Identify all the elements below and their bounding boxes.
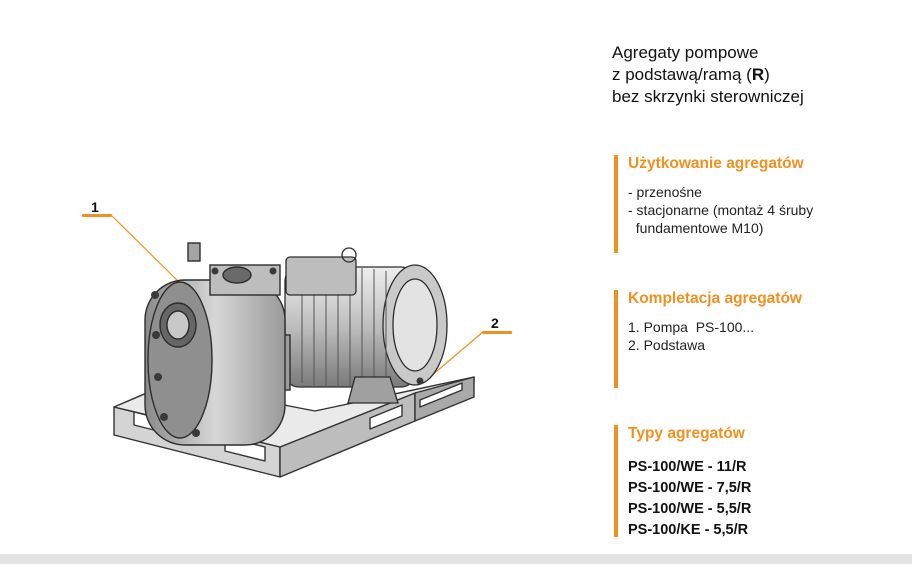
types-heading: Typy agregatów xyxy=(628,425,745,442)
product-title: Agregaty pompowe z podstawą/ramą (R) bez… xyxy=(612,42,902,108)
usage-section: Użytkowanie agregatów - przenośne - stac… xyxy=(614,155,912,253)
callout-1-number: 1 xyxy=(91,199,99,215)
callout-2-number: 2 xyxy=(491,315,499,331)
title-line-1: Agregaty pompowe xyxy=(612,43,759,62)
title-line-2: z podstawą/ramą (R) xyxy=(612,64,902,86)
usage-item: fundamentowe M10) xyxy=(628,220,764,236)
usage-item: - stacjonarne (montaż 4 śruby xyxy=(628,202,814,218)
type-item: PS-100/WE - 7,5/R xyxy=(628,480,752,496)
type-item: PS-100/WE - 5,5/R xyxy=(628,501,752,517)
footer-bar xyxy=(0,554,912,564)
types-section: Typy agregatów PS-100/WE - 11/R PS-100/W… xyxy=(614,425,912,538)
title-line-2-prefix: z podstawą/ramą ( xyxy=(612,65,752,84)
completion-section: Kompletacja agregatów 1. Pompa PS-100...… xyxy=(614,290,912,388)
completion-item: 2. Podstawa xyxy=(628,337,706,353)
motor xyxy=(284,247,448,404)
callout-2-underline xyxy=(482,331,512,334)
usage-list: - przenośne - stacjonarne (montaż 4 śrub… xyxy=(628,183,912,237)
usage-heading: Użytkowanie agregatów xyxy=(628,155,804,172)
completion-item: 1. Pompa PS-100... xyxy=(628,319,755,335)
callout-1-underline xyxy=(82,214,112,217)
pump-body xyxy=(144,242,424,446)
completion-heading: Kompletacja agregatów xyxy=(628,290,802,307)
type-item: PS-100/WE - 11/R xyxy=(628,459,747,475)
title-line-3: bez skrzynki sterowniczej xyxy=(612,87,804,106)
pump-unit-illustration xyxy=(70,185,550,485)
completion-list: 1. Pompa PS-100... 2. Podstawa xyxy=(628,318,912,354)
type-item: PS-100/KE - 5,5/R xyxy=(628,522,749,538)
title-line-2-suffix: ) xyxy=(764,65,770,84)
title-line-2-bold: R xyxy=(751,65,765,84)
types-list: PS-100/WE - 11/R PS-100/WE - 7,5/R PS-10… xyxy=(628,457,912,541)
usage-item: - przenośne xyxy=(628,184,702,200)
